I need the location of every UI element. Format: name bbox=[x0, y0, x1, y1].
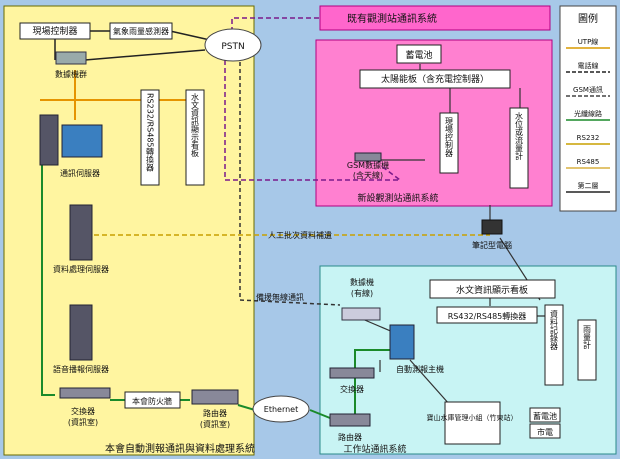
router-right-label: 路由器 bbox=[338, 432, 362, 442]
center-system-region bbox=[3, 5, 255, 456]
pstn-label: PSTN bbox=[221, 42, 244, 52]
battery-bottom-box bbox=[529, 407, 561, 423]
switch-icon bbox=[329, 367, 375, 379]
hydro-board-right-label: 水文資訊顯示看板 bbox=[456, 284, 528, 296]
converter-label: RS232/RS485轉換器 bbox=[146, 93, 155, 173]
battery-bottom-label: 蓄電池 bbox=[533, 411, 557, 421]
water-meter-label: 水位或流量計 bbox=[515, 111, 524, 161]
solar-panel-box bbox=[359, 69, 511, 89]
existing-station-title: 既有觀測站通訊系統 bbox=[347, 12, 437, 25]
gsm-modem-label: GSM數據機 bbox=[347, 160, 389, 170]
data-logger-box bbox=[544, 304, 564, 386]
new-station-title: 新設觀測站通訊系統 bbox=[357, 192, 438, 204]
server-tower-icon bbox=[69, 304, 93, 361]
label-boxes bbox=[19, 22, 597, 445]
monitor-icon bbox=[61, 124, 103, 158]
modem-right-sublabel: (有線) bbox=[351, 288, 373, 298]
link-existing-station bbox=[231, 17, 320, 40]
link-wireless-backup bbox=[239, 55, 341, 306]
router-left-label: 路由器 bbox=[203, 408, 227, 418]
field-controller-left-label: 現場控制器 bbox=[32, 25, 77, 37]
equipment-icons bbox=[39, 51, 503, 427]
weather-sensor-box bbox=[109, 22, 173, 40]
gsm-modem-sublabel: (含天線) bbox=[353, 170, 383, 180]
existing-station-region bbox=[319, 5, 551, 31]
battery-top-box bbox=[396, 44, 442, 64]
hydro-board-left-box bbox=[185, 89, 205, 186]
converter-box bbox=[140, 89, 160, 186]
legend-item-label: 電話線 bbox=[578, 61, 599, 70]
link-router-ethernet bbox=[237, 404, 256, 411]
weather-sensor-label: 氣象雨量感測器 bbox=[113, 26, 169, 36]
voice-server-label: 語音播報伺服器 bbox=[53, 364, 109, 374]
ethernet-cloud bbox=[252, 395, 310, 423]
router-left-sublabel: (資訊室) bbox=[200, 419, 230, 429]
manual-data-label: 人工批次資料補遺 bbox=[268, 230, 332, 240]
data-server-label: 資料處理伺服器 bbox=[53, 264, 109, 274]
city-power-label: 市電 bbox=[537, 427, 553, 437]
monitor-icon bbox=[389, 324, 415, 360]
city-power-box bbox=[529, 423, 561, 439]
firewall-label: 本會防火牆 bbox=[132, 396, 172, 406]
legend-item-label: RS232 bbox=[577, 134, 600, 142]
rain-gauge-label: 雨量計 bbox=[583, 325, 592, 350]
data-logger-label: 資料記錄器 bbox=[550, 309, 559, 351]
wireless-link-label: 備援無線通訊 bbox=[256, 292, 304, 302]
server-tower-icon bbox=[69, 204, 93, 261]
legend-box bbox=[559, 5, 617, 212]
link-router-host bbox=[354, 349, 390, 418]
link-gsm bbox=[224, 60, 403, 181]
firewall-box bbox=[124, 391, 181, 409]
modem-icon bbox=[341, 307, 381, 321]
switch-right-label: 交換器 bbox=[340, 384, 364, 394]
field-controller-right-label: 現場控制器 bbox=[445, 117, 454, 158]
pstn-cloud bbox=[204, 28, 262, 62]
modem-left-label: 數據機群 bbox=[55, 69, 87, 79]
legend-item-label: RS485 bbox=[577, 158, 600, 166]
auto-host-label: 自動測報主機 bbox=[396, 364, 444, 374]
link-ethernet-router bbox=[309, 409, 331, 419]
notebook-label: 筆記型電腦 bbox=[472, 240, 512, 250]
field-controller-left-box bbox=[19, 22, 91, 40]
text-labels: 既有觀測站通訊系統 新設觀測站通訊系統 本會自動測報通訊與資料處理系統 工作站通… bbox=[32, 12, 598, 455]
router-icon bbox=[191, 389, 239, 405]
hydro-board-right-box bbox=[429, 279, 556, 299]
link-sensor-pstn bbox=[169, 30, 211, 41]
water-meter-box bbox=[509, 107, 529, 189]
solar-panel-label: 太陽能板（含充電控制器） bbox=[381, 73, 489, 85]
rain-gauge-box bbox=[577, 319, 597, 381]
field-controller-right-box bbox=[439, 112, 459, 174]
converter-right-box bbox=[436, 306, 538, 324]
gsm-modem-icon bbox=[354, 152, 382, 162]
reservoir-mgmt-box bbox=[444, 401, 501, 445]
modem-right-label: 數據機 bbox=[350, 277, 374, 287]
notebook-icon bbox=[481, 219, 503, 235]
ethernet-label: Ethernet bbox=[264, 405, 298, 414]
comm-server-label: 通訊伺服器 bbox=[60, 168, 100, 178]
server-tower-icon bbox=[39, 114, 59, 166]
center-system-title: 本會自動測報通訊與資料處理系統 bbox=[105, 442, 255, 455]
legend-title: 圖例 bbox=[578, 12, 598, 25]
link-modem-pstn bbox=[84, 49, 206, 61]
link-fiber-server-chain bbox=[41, 160, 55, 396]
legend-item-label: UTP線 bbox=[578, 37, 599, 46]
switch-icon bbox=[59, 387, 111, 399]
converter-right-label: RS432/RS485轉換器 bbox=[448, 311, 527, 321]
legend-item-label: 光纖線路 bbox=[574, 109, 602, 118]
switch-left-sublabel: (資訊室) bbox=[68, 417, 98, 427]
workstation-title: 工作站通訊系統 bbox=[343, 443, 406, 455]
legend-item-label: GSM通訊 bbox=[573, 85, 603, 94]
modem-icon bbox=[55, 51, 87, 65]
battery-top-label: 蓄電池 bbox=[405, 49, 432, 61]
switch-left-label: 交換器 bbox=[71, 406, 95, 416]
router-icon bbox=[329, 413, 371, 427]
legend-item-label: 第二層 bbox=[578, 181, 599, 190]
hydro-board-left-label: 水文資訊顯示看板 bbox=[191, 92, 200, 158]
reservoir-mgmt-label: 寶山水庫管理小組（竹東站） bbox=[427, 413, 518, 422]
